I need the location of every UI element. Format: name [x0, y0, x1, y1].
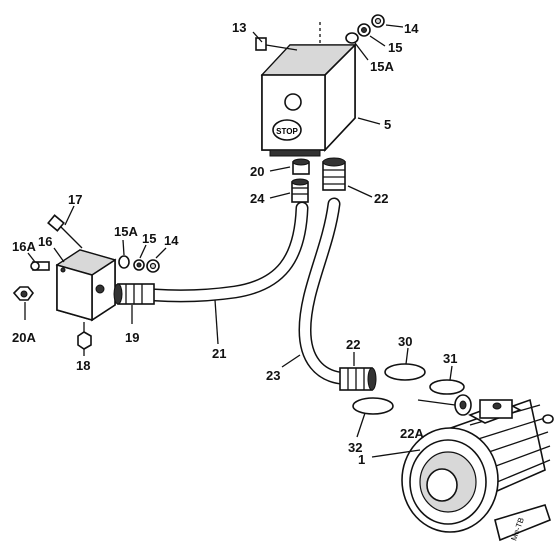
gland-20 [292, 158, 310, 175]
label-24: 24 [250, 191, 265, 206]
gland-22-top [322, 157, 346, 191]
label-17: 17 [68, 192, 82, 207]
label-15a-top: 15A [370, 59, 394, 74]
part-labels: 13 14 15 15A 5 20 24 22 17 16 16A 15A 15… [12, 20, 457, 467]
label-21: 21 [212, 346, 226, 361]
label-16: 16 [38, 234, 52, 249]
screw-18 [77, 322, 92, 350]
leader-lines [24, 24, 456, 458]
hose-23 [298, 197, 347, 385]
label-22-bottom: 22 [346, 337, 360, 352]
label-22-top: 22 [374, 191, 388, 206]
seal-32 [352, 397, 394, 415]
seal-30 [384, 363, 426, 381]
label-20: 20 [250, 164, 264, 179]
switch-box: STOP [260, 22, 357, 157]
seal-31 [429, 379, 465, 395]
motor-1: Me-TB [401, 398, 554, 542]
label-5: 5 [384, 117, 391, 132]
label-22a: 22A [400, 426, 424, 441]
gland-19 [113, 283, 155, 305]
label-15-top: 15 [388, 40, 402, 55]
washer-15a-left [118, 255, 130, 269]
label-30: 30 [398, 334, 412, 349]
label-15a-left: 15A [114, 224, 138, 239]
reducer-22a [454, 394, 472, 416]
label-15-left: 15 [142, 231, 156, 246]
connector-16a [30, 261, 50, 271]
label-32: 32 [348, 440, 362, 455]
hose-21 [148, 201, 309, 303]
washer-15a-top [345, 32, 359, 44]
label-18: 18 [76, 358, 90, 373]
label-16a: 16A [12, 239, 36, 254]
stop-button-text: STOP [276, 127, 298, 136]
label-31: 31 [443, 351, 457, 366]
label-20a: 20A [12, 330, 36, 345]
nut-20a [12, 286, 35, 301]
label-1: 1 [358, 452, 365, 467]
label-23: 23 [266, 368, 280, 383]
screw-17 [47, 214, 83, 249]
gland-22-bottom [339, 367, 377, 391]
gland-24 [291, 178, 309, 203]
stop-button [272, 119, 302, 141]
label-19: 19 [125, 330, 139, 345]
label-14-left: 14 [164, 233, 179, 248]
label-14-top: 14 [404, 21, 419, 36]
junction-box-16 [55, 249, 117, 322]
screw-13 [255, 37, 298, 51]
label-13: 13 [232, 20, 246, 35]
start-button [284, 93, 302, 111]
